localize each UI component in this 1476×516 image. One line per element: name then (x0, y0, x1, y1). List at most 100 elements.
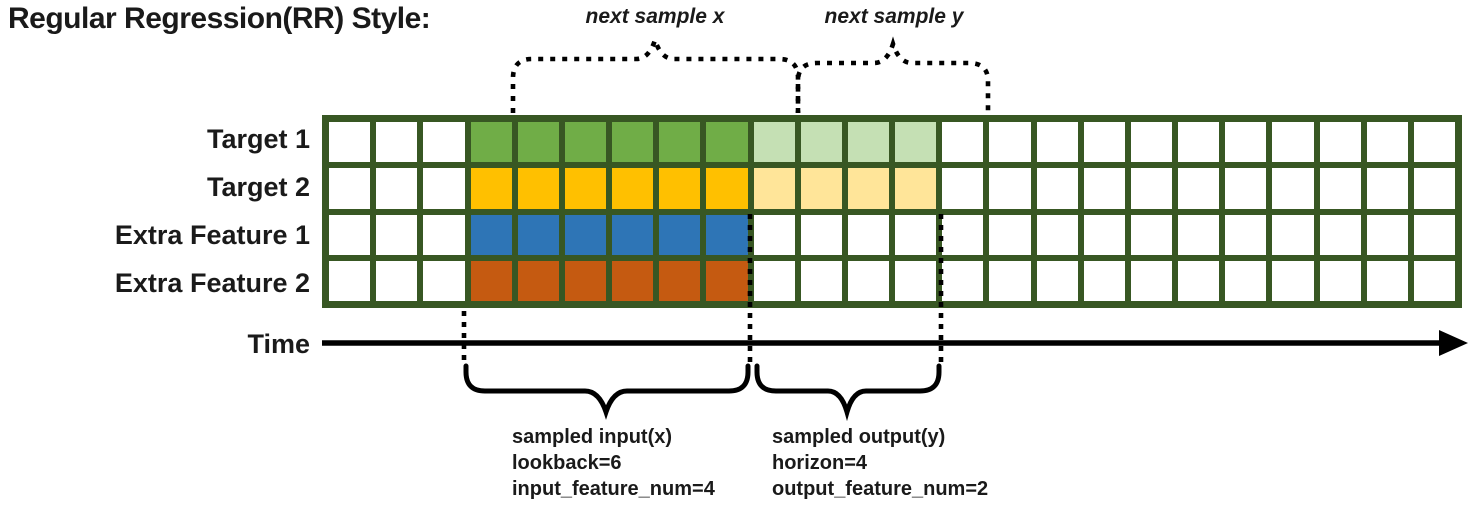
grid-cell (1225, 260, 1267, 301)
grid-cell (659, 214, 701, 255)
grid-cell (706, 214, 748, 255)
grid-cell (329, 260, 371, 301)
grid-cell (423, 168, 465, 209)
grid-cell (612, 260, 654, 301)
grid-cell (517, 260, 559, 301)
grid-cell (800, 214, 842, 255)
grid-cell (800, 122, 842, 163)
grid-cell (1366, 214, 1408, 255)
grid-cell (659, 260, 701, 301)
grid-cell (1413, 168, 1455, 209)
grid-cell (800, 168, 842, 209)
sampled-input-annotation: sampled input(x) lookback=6 input_featur… (512, 424, 715, 502)
grid-cell (423, 122, 465, 163)
grid-cell (942, 168, 984, 209)
grid-cell (1178, 214, 1220, 255)
grid-cell (1225, 122, 1267, 163)
grid-cell (1225, 214, 1267, 255)
grid-cell (1083, 168, 1125, 209)
grid-cell (895, 122, 937, 163)
grid-cell (470, 122, 512, 163)
grid-cell (1178, 168, 1220, 209)
grid-cell (612, 168, 654, 209)
grid-cell (1272, 122, 1314, 163)
grid-cell (1178, 260, 1220, 301)
time-axis-label: Time (247, 329, 310, 359)
grid-cell (1319, 122, 1361, 163)
grid-cell (470, 214, 512, 255)
sampled-output-brace (754, 363, 942, 422)
grid-cell (706, 168, 748, 209)
grid-cell (1036, 214, 1078, 255)
horizon-line: horizon=4 (772, 452, 868, 474)
grid-cell (1366, 260, 1408, 301)
grid-cell (1366, 122, 1408, 163)
row-label: Target 2 (206, 171, 310, 202)
grid-cell (1178, 122, 1220, 163)
grid-cell (1272, 168, 1314, 209)
row-label: Target 1 (206, 123, 310, 154)
grid-cell (706, 260, 748, 301)
time-arrow-head (1439, 330, 1468, 356)
grid-cell (1130, 122, 1172, 163)
grid-cell (989, 168, 1031, 209)
grid-cell (895, 168, 937, 209)
grid-cell (1413, 260, 1455, 301)
grid-cell (376, 260, 418, 301)
grid-cell (942, 122, 984, 163)
grid-cell (1036, 260, 1078, 301)
grid-cell (1366, 168, 1408, 209)
grid-cell (329, 214, 371, 255)
grid-cell (895, 260, 937, 301)
grid-cell (1130, 214, 1172, 255)
row-label: Extra Feature 1 (114, 220, 310, 251)
grid-cell (1225, 168, 1267, 209)
grid-cell (895, 214, 937, 255)
grid-cell (753, 214, 795, 255)
grid-cell (989, 122, 1031, 163)
grid-cell (989, 260, 1031, 301)
sampled-output-annotation: sampled output(y) horizon=4 output_featu… (772, 424, 988, 502)
grid-cell (423, 214, 465, 255)
grid-cell (1036, 168, 1078, 209)
lookback-line: lookback=6 (512, 452, 622, 474)
grid-cell (1130, 168, 1172, 209)
grid-cell (376, 168, 418, 209)
grid-cell (470, 168, 512, 209)
grid-cell (753, 122, 795, 163)
output-feature-num-line: output_feature_num=2 (772, 478, 989, 500)
grid-cell (470, 260, 512, 301)
grid-cell (517, 168, 559, 209)
grid-cell (376, 214, 418, 255)
grid-cell (1413, 214, 1455, 255)
next-sample-x-label: next sample x (585, 5, 725, 28)
grid-cell (942, 214, 984, 255)
grid-cell (564, 260, 606, 301)
grid-cell (659, 168, 701, 209)
grid-cell (1319, 168, 1361, 209)
grid-cell (1083, 260, 1125, 301)
grid-cell (1319, 214, 1361, 255)
grid-cell (564, 214, 606, 255)
grid-cell (706, 122, 748, 163)
sampled-output-line: sampled output(y) (772, 426, 946, 448)
grid-cell (517, 122, 559, 163)
grid-cell (753, 168, 795, 209)
grid-cell (612, 122, 654, 163)
grid-cell (1036, 122, 1078, 163)
grid-cell (989, 214, 1031, 255)
grid-cell (753, 260, 795, 301)
grid-cell (847, 122, 889, 163)
grid-cell (423, 260, 465, 301)
grid-cell (1413, 122, 1455, 163)
sampled-input-brace (463, 363, 751, 420)
grid-cell (564, 122, 606, 163)
grid-cell (376, 122, 418, 163)
grid-cell (942, 260, 984, 301)
grid-cell (329, 168, 371, 209)
diagram-title: Regular Regression(RR) Style: (8, 2, 431, 35)
grid-cell (1272, 260, 1314, 301)
grid-cell (1083, 214, 1125, 255)
